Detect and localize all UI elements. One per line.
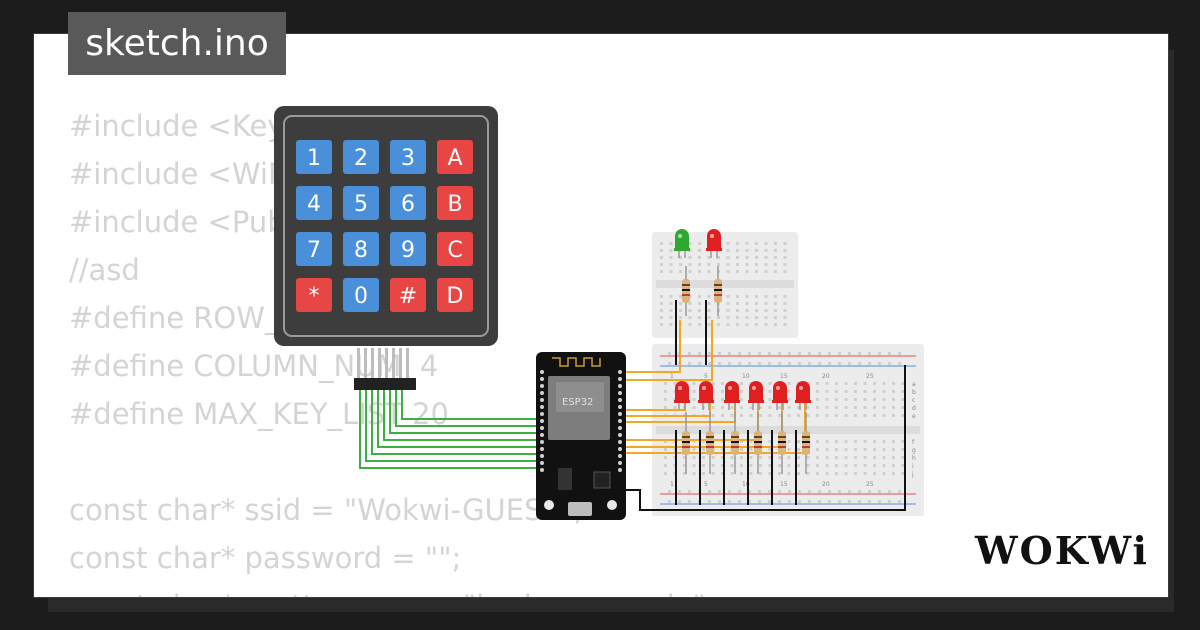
breadboard-number: 25: [866, 481, 874, 488]
led: [706, 229, 722, 258]
keypad-key: 9: [390, 232, 426, 266]
keypad-key-label: 9: [401, 238, 415, 263]
breadboard-number: 5: [704, 373, 708, 380]
breadboard-number: 15: [780, 373, 788, 380]
keypad-connector: [354, 348, 416, 390]
esp32-board: ESP32: [536, 352, 626, 520]
keypad-key: *: [296, 278, 332, 312]
led: [674, 381, 690, 410]
keypad-key-label: 7: [307, 238, 321, 263]
keypad-key: B: [437, 186, 473, 220]
breadboard-number: 1: [670, 481, 674, 488]
keypad-key-label: 1: [307, 146, 321, 171]
breadboard-letter: i: [912, 463, 914, 470]
keypad-key: 6: [390, 186, 426, 220]
keypad-key-label: A: [447, 146, 462, 171]
keypad-key-label: C: [447, 238, 462, 263]
keypad-key: #: [390, 278, 426, 312]
keypad-key-label: 0: [354, 284, 368, 309]
keypad: 1 2 3 A 4 5 6 B 7 8 9 C * 0 # D: [274, 106, 498, 346]
breadboard-letter: j: [911, 471, 914, 478]
breadboard-number: 25: [866, 373, 874, 380]
keypad-key-label: D: [447, 284, 464, 309]
keypad-key-label: 4: [307, 192, 321, 217]
breadboard-letter: c: [912, 397, 915, 404]
keypad-key: 8: [343, 232, 379, 266]
breadboard-letter: f: [912, 439, 915, 446]
code-line: const char* mqtt_server = "broker.emqx.i…: [69, 582, 716, 597]
leds: [674, 229, 811, 410]
keypad-key-label: B: [447, 192, 462, 217]
breadboard-number: 10: [742, 481, 750, 488]
breadboard-letter: h: [912, 455, 916, 462]
keypad-key-label: 6: [401, 192, 415, 217]
led: [772, 381, 788, 410]
led: [698, 381, 714, 410]
breadboard-number: 5: [704, 481, 708, 488]
keypad-key: 5: [343, 186, 379, 220]
keypad-key-label: 3: [401, 146, 415, 171]
breadboard-number: 10: [742, 373, 750, 380]
keypad-key: A: [437, 140, 473, 174]
resistor: [802, 412, 810, 474]
keypad-key-label: *: [309, 284, 320, 309]
resistor: [731, 412, 739, 474]
keypad-key: D: [437, 278, 473, 312]
esp32-label: ESP32: [562, 397, 593, 408]
code-line: //asd: [69, 253, 140, 287]
resistor: [682, 266, 690, 316]
sketch-filename-tab: sketch.ino: [68, 12, 286, 75]
breadboard-letter: a: [912, 381, 916, 388]
breadboard-letter: e: [912, 413, 916, 420]
keypad-key-label: 8: [354, 238, 368, 263]
breadboard-number: 15: [780, 481, 788, 488]
keypad-key: 2: [343, 140, 379, 174]
breadboard-number: 20: [822, 481, 830, 488]
keypad-key: 3: [390, 140, 426, 174]
resistor: [714, 266, 722, 316]
code-line: const char* password = "";: [69, 541, 462, 575]
resistor: [754, 412, 762, 474]
led: [724, 381, 740, 410]
breadboard-number: 1: [670, 373, 674, 380]
keypad-key: 0: [343, 278, 379, 312]
breadboard-letter: g: [912, 447, 916, 454]
keypad-key-label: 5: [354, 192, 368, 217]
keypad-wires: [359, 385, 540, 469]
breadboard-letter: b: [912, 389, 916, 396]
keypad-key: 7: [296, 232, 332, 266]
wokwi-logo: WOKWi: [975, 528, 1149, 573]
keypad-key: 4: [296, 186, 332, 220]
resistors: [682, 266, 810, 474]
resistor: [706, 412, 714, 474]
led: [748, 381, 764, 410]
keypad-key-label: 2: [354, 146, 368, 171]
ground-wires: [622, 300, 906, 511]
keypad-key-label: #: [399, 284, 417, 309]
breadboard-number: 20: [822, 373, 830, 380]
keypad-key: 1: [296, 140, 332, 174]
resistor: [778, 412, 786, 474]
breadboard-letter: d: [912, 405, 916, 412]
resistor: [682, 412, 690, 474]
led: [674, 229, 690, 258]
small-breadboard: [652, 232, 798, 338]
keypad-key: C: [437, 232, 473, 266]
led: [795, 381, 811, 410]
